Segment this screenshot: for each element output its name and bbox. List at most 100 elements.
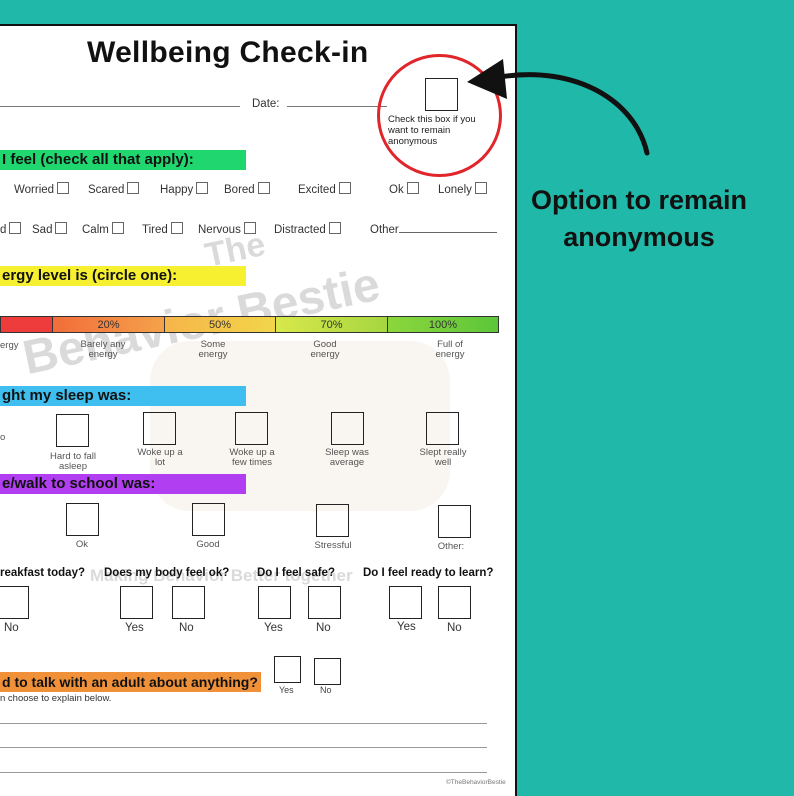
- talk-yes-checkbox[interactable]: [274, 656, 301, 683]
- school-option-good: Good: [196, 539, 220, 550]
- energy-segment-0[interactable]: [0, 316, 53, 333]
- sleep-option-3: Woke up a few times: [229, 447, 275, 468]
- feeling-option-other[interactable]: Other: [370, 222, 497, 236]
- feeling-checkbox[interactable]: [406, 182, 419, 194]
- talk-no-label: No: [320, 685, 332, 695]
- anonymous-checkbox[interactable]: [425, 78, 458, 111]
- energy-label-50: Some energy: [198, 339, 228, 360]
- energy-label-100: Full of energy: [435, 339, 465, 360]
- sleep-checkbox-4[interactable]: [331, 412, 364, 445]
- feeling-option-lonely[interactable]: Lonely: [438, 182, 487, 196]
- question-body: Does my body feel ok?: [104, 567, 230, 579]
- feeling-label: Other: [370, 224, 399, 236]
- school-checkbox-ok[interactable]: [66, 503, 99, 536]
- energy-segment-50[interactable]: 50%: [164, 316, 276, 333]
- date-line[interactable]: [287, 106, 387, 107]
- feeling-option-nervous[interactable]: Nervous: [198, 222, 256, 236]
- energy-segment-70[interactable]: 70%: [275, 316, 388, 333]
- feeling-label: Distracted: [274, 224, 326, 236]
- feeling-label: Calm: [82, 224, 109, 236]
- body-yes-checkbox[interactable]: [120, 586, 153, 619]
- feeling-option-happy[interactable]: Happy: [160, 182, 209, 196]
- feeling-option-bored[interactable]: Bored: [224, 182, 270, 196]
- ready-no-checkbox[interactable]: [438, 586, 471, 619]
- date-label: Date:: [252, 98, 280, 110]
- talk-heading: d to talk with an adult about anything?: [0, 672, 261, 692]
- school-heading: e/walk to school was:: [0, 474, 246, 494]
- school-option-ok: Ok: [75, 539, 89, 550]
- feeling-option-distracted[interactable]: Distracted: [274, 222, 341, 236]
- feeling-checkbox[interactable]: [55, 222, 68, 234]
- ready-yes-label: Yes: [397, 621, 416, 633]
- feeling-label: Happy: [160, 184, 194, 196]
- sleep-option-5: Slept really well: [419, 447, 467, 468]
- feeling-checkbox[interactable]: [127, 182, 140, 194]
- worksheet-page: The Behavior Bestie Making Behavior Bett…: [0, 24, 517, 796]
- ready-no-label: No: [447, 622, 462, 634]
- explain-line-1[interactable]: [0, 723, 487, 724]
- breakfast-yes-checkbox[interactable]: [0, 586, 29, 619]
- feeling-option-d[interactable]: d: [0, 222, 22, 236]
- feeling-checkbox[interactable]: [57, 182, 70, 194]
- safe-no-label: No: [316, 622, 331, 634]
- sleep-option-partial: o: [0, 432, 6, 443]
- feeling-option-excited[interactable]: Excited: [298, 182, 351, 196]
- school-checkbox-other[interactable]: [438, 505, 471, 538]
- feelings-row-1: Worried Scared Happy Bored Excited Ok Lonely: [0, 182, 515, 198]
- sleep-option-1: Hard to fall asleep: [50, 451, 96, 472]
- anonymous-callout: Option to remain anonymous: [514, 182, 764, 256]
- feeling-checkbox[interactable]: [196, 182, 209, 194]
- feeling-checkbox[interactable]: [474, 182, 487, 194]
- school-checkbox-stressful[interactable]: [316, 504, 349, 537]
- sleep-checkbox-3[interactable]: [235, 412, 268, 445]
- name-line[interactable]: [0, 106, 240, 107]
- energy-label-20: Barely any energy: [80, 339, 126, 360]
- feeling-option-worried[interactable]: Worried: [14, 182, 70, 196]
- feeling-option-ok[interactable]: Ok: [389, 182, 419, 196]
- talk-no-checkbox[interactable]: [314, 658, 341, 685]
- safe-yes-label: Yes: [264, 622, 283, 634]
- feeling-checkbox[interactable]: [243, 222, 256, 234]
- sleep-heading: ght my sleep was:: [0, 386, 246, 406]
- safe-yes-checkbox[interactable]: [258, 586, 291, 619]
- feeling-option-sad[interactable]: Sad: [32, 222, 68, 236]
- feeling-option-tired[interactable]: Tired: [142, 222, 183, 236]
- copyright-text: ©TheBehaviorBestie: [446, 779, 506, 786]
- sleep-checkbox-1[interactable]: [56, 414, 89, 447]
- feeling-label: Bored: [224, 184, 255, 196]
- breakfast-no-label: No: [4, 622, 19, 634]
- callout-line-1: Option to remain: [531, 185, 747, 215]
- body-no-label: No: [179, 622, 194, 634]
- body-no-checkbox[interactable]: [172, 586, 205, 619]
- safe-no-checkbox[interactable]: [308, 586, 341, 619]
- page-title: Wellbeing Check-in: [87, 36, 369, 69]
- feeling-checkbox[interactable]: [328, 222, 341, 234]
- energy-label-0: ergy: [0, 340, 19, 351]
- explain-line-2[interactable]: [0, 747, 487, 748]
- feeling-label: Scared: [88, 184, 125, 196]
- energy-segment-20[interactable]: 20%: [52, 316, 165, 333]
- school-checkbox-good[interactable]: [192, 503, 225, 536]
- feeling-checkbox[interactable]: [111, 222, 124, 234]
- ready-yes-checkbox[interactable]: [389, 586, 422, 619]
- question-ready: Do I feel ready to learn?: [363, 567, 494, 579]
- talk-yes-label: Yes: [279, 685, 294, 695]
- feeling-checkbox[interactable]: [9, 222, 22, 234]
- sleep-checkbox-5[interactable]: [426, 412, 459, 445]
- explain-line-3[interactable]: [0, 772, 487, 773]
- energy-scale: 20% 50% 70% 100%: [0, 316, 499, 333]
- anonymous-text: Check this box if you want to remain ano…: [388, 114, 476, 147]
- feeling-checkbox[interactable]: [257, 182, 270, 194]
- feeling-checkbox[interactable]: [338, 182, 351, 194]
- watermark-tagline: Making Behavior Better together: [90, 566, 353, 585]
- feeling-option-scared[interactable]: Scared: [88, 182, 140, 196]
- feeling-label: Nervous: [198, 224, 241, 236]
- feeling-label: Lonely: [438, 184, 472, 196]
- feeling-checkbox[interactable]: [170, 222, 183, 234]
- sleep-checkbox-2[interactable]: [143, 412, 176, 445]
- question-breakfast: reakfast today?: [0, 567, 86, 579]
- feeling-option-calm[interactable]: Calm: [82, 222, 124, 236]
- energy-segment-100[interactable]: 100%: [387, 316, 499, 333]
- other-feeling-line[interactable]: [398, 222, 497, 233]
- feeling-label: Ok: [389, 184, 404, 196]
